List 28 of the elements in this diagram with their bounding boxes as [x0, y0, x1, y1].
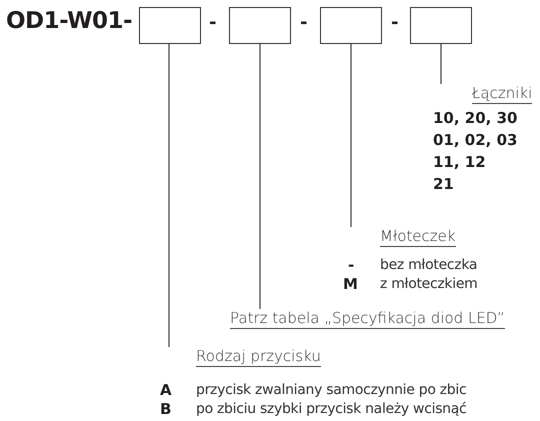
option-code: 11, 12: [433, 153, 486, 171]
leader-line: [440, 44, 442, 84]
option-code: 21: [433, 175, 454, 193]
leader-line: [259, 44, 261, 309]
section-heading: Łączniki: [472, 84, 532, 104]
option-description: bez młoteczka: [380, 256, 478, 274]
option-code: B: [160, 400, 172, 418]
section-heading: Patrz tabela „Specyfikacja diod LED”: [230, 309, 505, 329]
option-code: 10, 20, 30: [433, 109, 518, 127]
section-heading: Rodzaj przycisku: [196, 347, 321, 367]
option-code: 01, 02, 03: [433, 131, 518, 149]
code-field-box: [410, 7, 472, 44]
option-code: A: [160, 381, 172, 399]
option-code: -: [348, 256, 354, 274]
code-field-box: [320, 7, 382, 44]
separator-dash: -: [391, 12, 398, 33]
code-field-box: [139, 7, 201, 44]
option-code: M: [343, 275, 358, 293]
leader-line: [350, 44, 352, 227]
section-heading: Młoteczek: [380, 227, 456, 247]
option-description: po zbiciu szybki przycisk należy wcisnąć: [196, 400, 466, 418]
code-field-box: [229, 7, 291, 44]
option-description: przycisk zwalniany samoczynnie po zbic: [196, 381, 466, 399]
separator-dash: -: [209, 12, 216, 33]
option-description: z młoteczkiem: [380, 275, 478, 293]
leader-line: [168, 44, 170, 347]
separator-dash: -: [300, 12, 308, 33]
code-prefix: OD1-W01-: [6, 8, 132, 34]
